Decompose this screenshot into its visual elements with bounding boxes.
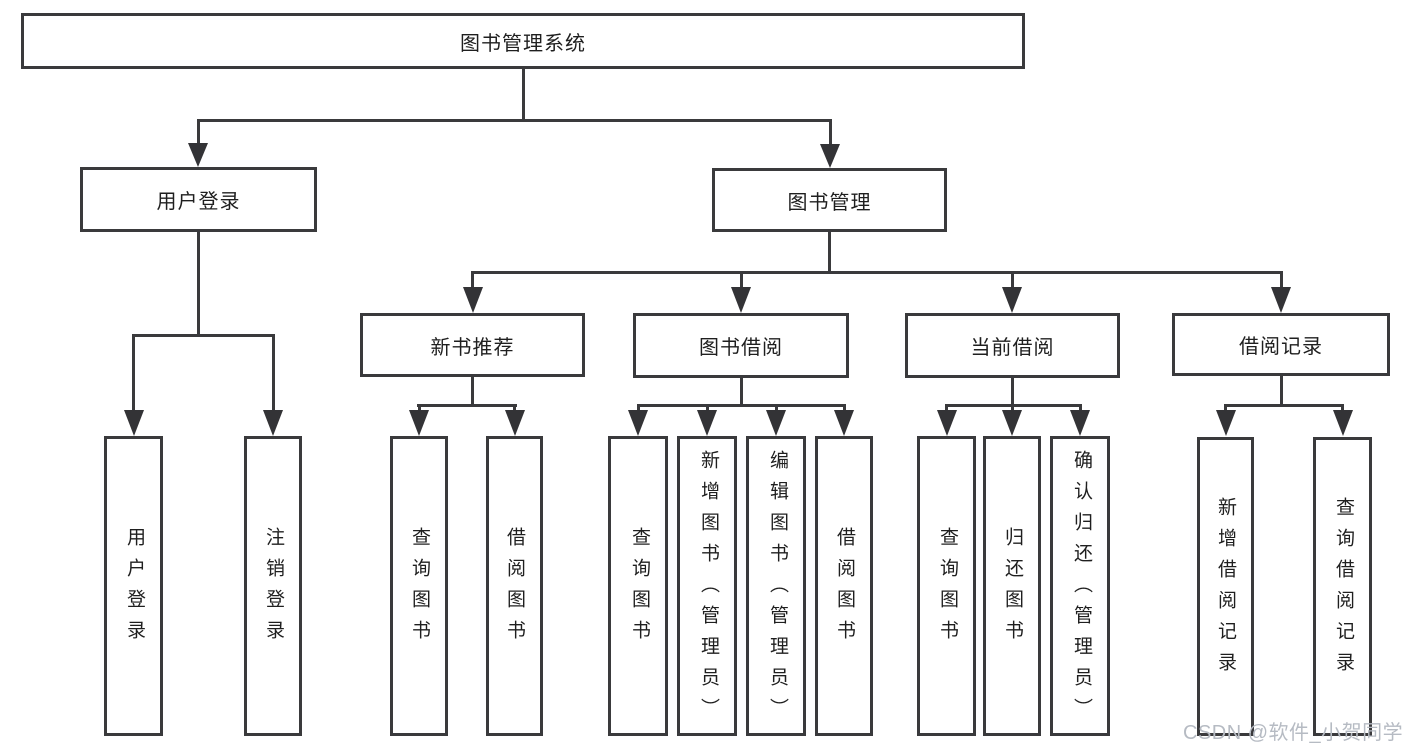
connector-line [774,404,778,413]
connector-line [1010,378,1014,407]
connector-line [271,334,275,412]
connector-line [132,334,275,337]
arrow-down-icon [1332,410,1353,436]
leaf-logout: 注销登录 [244,436,302,736]
node-root-label: 图书管理系统 [460,32,586,55]
connector-line [828,119,832,146]
leaf-borrow-edit-books-admin: 编辑图书（管理员） [746,436,806,736]
arrow-down-icon [409,410,429,436]
connector-line [842,404,846,413]
node-current-borrow-label: 当前借阅 [970,337,1055,359]
csdn-watermark: CSDN @软件_小贺同学 [1183,722,1404,744]
leaf-current-confirm-return-admin: 确认归还（管理员） [1050,436,1110,736]
arrow-down-icon [504,410,525,436]
connector-line [1224,404,1344,407]
connector-line [132,334,135,412]
connector-line [636,404,640,413]
node-new-book-recommend: 新书推荐 [360,313,585,377]
leaf-borrow-borrow-books: 借阅图书 [815,436,873,736]
connector-line [471,377,474,407]
connector-line [1341,404,1344,413]
connector-line [196,119,200,145]
node-user-login: 用户登录 [80,167,317,232]
connector-line [197,232,200,336]
arrow-down-icon [731,287,751,313]
leaf-record-add-borrow-record: 新增借阅记录 [1197,437,1254,736]
arrow-down-icon [462,287,483,313]
node-book-borrow: 图书借阅 [633,313,849,378]
node-borrow-record-label: 借阅记录 [1239,336,1323,358]
leaf-recommend-query-books: 查询图书 [390,436,448,736]
arrow-down-icon [834,410,854,436]
connector-line [636,404,846,407]
connector-line [513,404,516,413]
leaf-record-query-borrow-record: 查询借阅记录 [1313,437,1372,736]
arrow-down-icon [936,410,957,436]
arrow-down-icon [188,143,208,167]
connector-line [1010,271,1014,288]
node-root: 图书管理系统 [21,13,1025,69]
connector-line [1279,271,1283,288]
node-book-management-label: 图书管理 [787,191,872,214]
connector-line [196,119,832,122]
leaf-recommend-borrow-books: 借阅图书 [486,436,543,736]
arrow-down-icon [1070,410,1090,436]
connector-line [1078,404,1082,413]
arrow-down-icon [1271,287,1291,313]
node-current-borrow: 当前借阅 [905,313,1120,378]
connector-line [521,69,525,122]
arrow-down-icon [697,410,717,436]
connector-line [828,232,831,274]
arrow-down-icon [123,410,144,436]
leaf-borrow-query-books: 查询图书 [608,436,668,736]
arrow-down-icon [820,144,840,168]
arrow-down-icon [1002,410,1022,436]
connector-line [471,271,1282,274]
connector-line [471,271,474,288]
leaf-current-query-books: 查询图书 [917,436,976,736]
connector-line [705,404,709,413]
node-new-book-recommend-label: 新书推荐 [430,336,515,359]
node-borrow-record: 借阅记录 [1172,313,1390,376]
connector-line [1010,404,1014,413]
connector-line [945,404,948,413]
leaf-user-login: 用户登录 [104,436,163,736]
connector-line [1279,376,1283,407]
node-book-management: 图书管理 [712,168,947,232]
connector-line [739,378,743,407]
arrow-down-icon [766,410,786,436]
node-user-login-label: 用户登录 [156,191,241,213]
leaf-borrow-add-books-admin: 新增图书（管理员） [677,436,737,736]
connector-line [417,404,421,413]
connector-line [417,404,517,407]
leaf-current-return-books: 归还图书 [983,436,1041,736]
connector-line [739,271,743,288]
arrow-down-icon [1002,287,1022,313]
arrow-down-icon [263,410,283,436]
connector-line [1224,404,1227,413]
node-book-borrow-label: 图书借阅 [699,337,783,359]
arrow-down-icon [1215,410,1236,436]
arrow-down-icon [628,410,648,436]
